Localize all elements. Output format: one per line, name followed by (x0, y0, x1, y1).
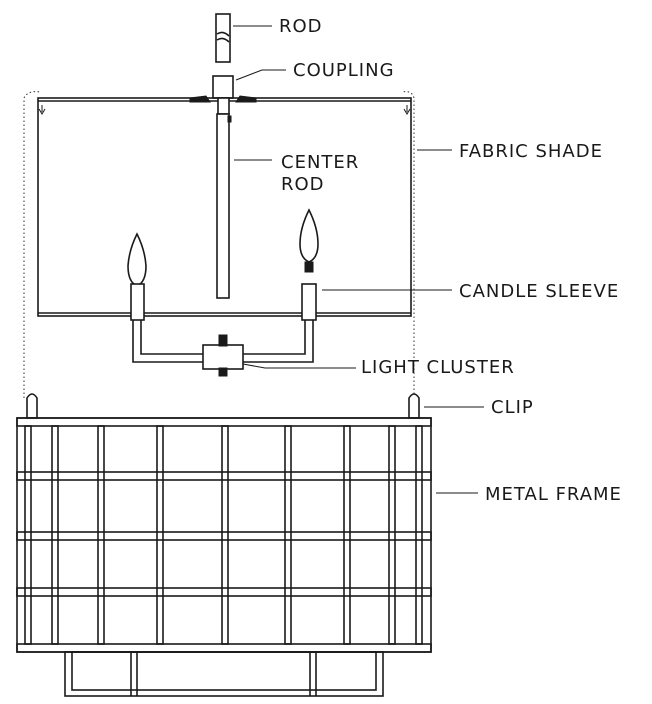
metal-frame-part (16, 417, 432, 697)
label-candle-sleeve: CANDLE SLEEVE (459, 281, 619, 302)
light-cluster-part (132, 320, 314, 377)
clip-part (26, 393, 420, 419)
label-metal-frame: METAL FRAME (485, 484, 622, 505)
alignment-guides (23, 91, 415, 398)
label-rod: ROD (279, 16, 323, 37)
label-coupling: COUPLING (293, 60, 395, 81)
left-candle (127, 232, 147, 321)
fabric-shade-part (37, 95, 412, 317)
center-rod-part (216, 97, 232, 299)
label-center-rod-line1: CENTER (281, 152, 359, 173)
label-center-rod-line2: ROD (281, 174, 325, 195)
leader-lines (233, 25, 484, 494)
right-candle (299, 208, 319, 321)
frame-verticals (24, 425, 423, 645)
coupling-part (212, 75, 234, 99)
label-clip: CLIP (491, 397, 534, 418)
label-light-cluster: LIGHT CLUSTER (361, 357, 515, 378)
rod-part (215, 13, 231, 63)
label-fabric-shade: FABRIC SHADE (459, 141, 603, 162)
